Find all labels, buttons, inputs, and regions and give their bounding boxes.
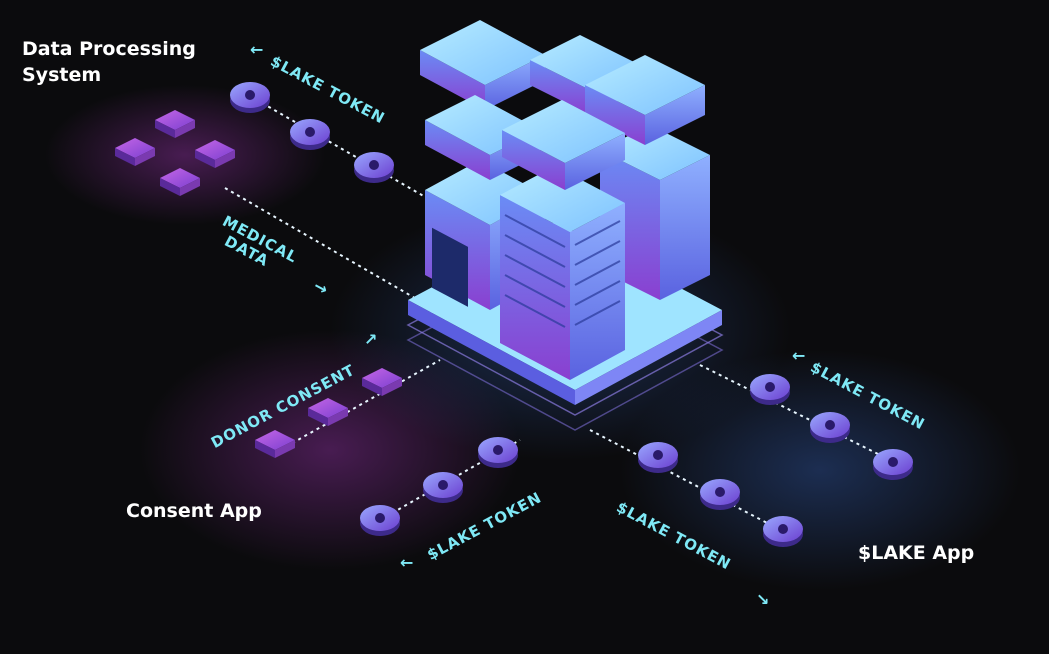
token-coin [360,505,400,536]
label-lake-app: $LAKE App [858,542,975,564]
token-coin [290,119,330,150]
token-coin [873,449,913,480]
line-bottom-right-token [589,429,791,536]
consent-tiles [255,368,402,458]
glow-data-processing [45,85,325,225]
line-donor-consent [279,359,441,451]
token-coin [230,82,270,113]
token-coin [423,472,463,503]
token-coins [230,82,913,547]
token-coin [638,442,678,473]
token-coin [750,374,790,405]
token-coin [478,437,518,468]
line-medical-data [224,187,471,331]
token-coin [763,516,803,547]
label-data-processing-system: Data Processing System [22,38,196,86]
arrow-down-right-bottom: ↘ [756,590,770,609]
token-coin [810,412,850,443]
server-rack-front [500,166,625,380]
arrow-left-bottom: ← [400,553,414,572]
floating-block-top-right [585,55,705,145]
token-coin [354,152,394,183]
label-consent-app: Consent App [126,500,262,522]
token-coin [700,479,740,510]
arrow-left-top: ← [250,40,264,59]
arrow-up-right-consent: ↗ [364,330,378,349]
data-tiles-top-left [115,110,235,196]
floating-block-front [502,100,625,190]
arrow-left-right-token: ← [792,346,806,365]
line-right-token [699,364,901,466]
floating-block-top-left [420,20,545,110]
